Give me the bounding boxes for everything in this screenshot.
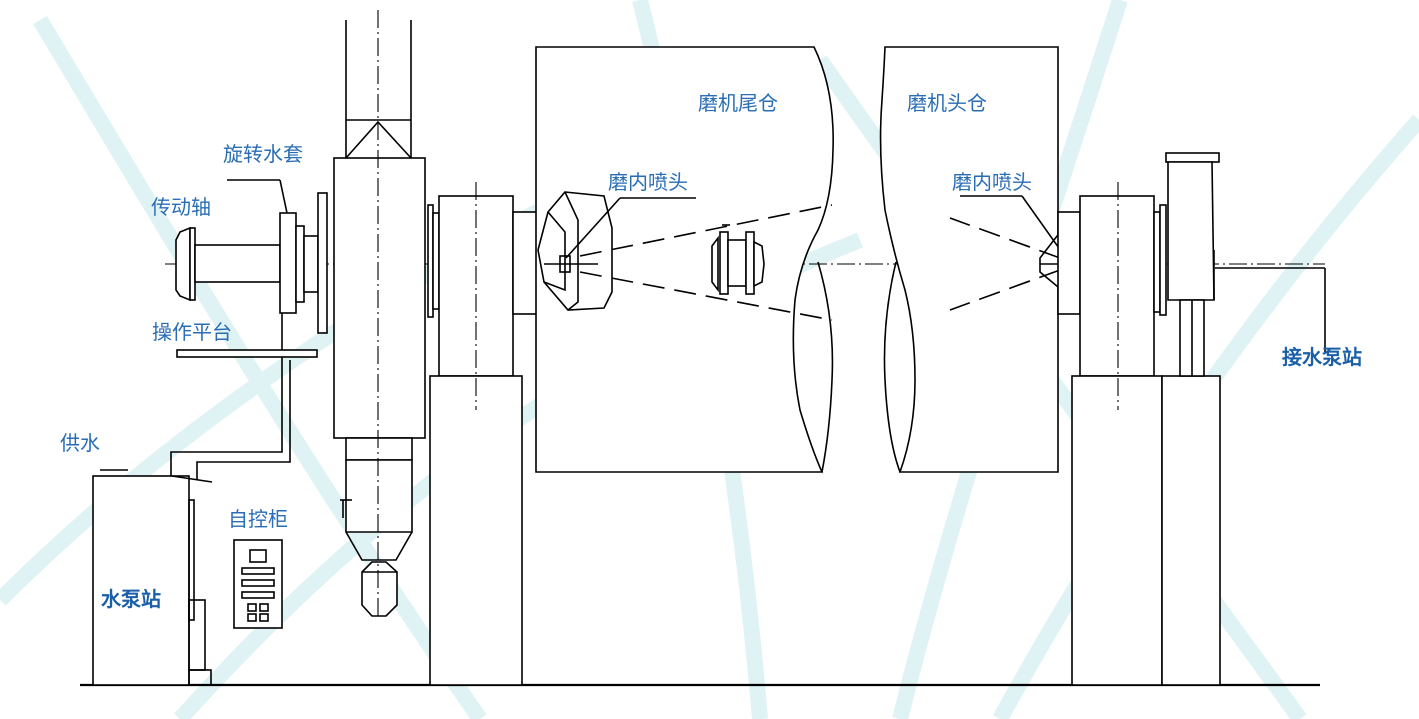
label-control-cabinet: 自控柜	[228, 507, 288, 531]
mill-tail-chamber	[535, 46, 834, 473]
label-pump-station: 水泵站	[101, 587, 161, 611]
inner-nozzle-left	[537, 191, 696, 311]
discharge-outlet	[1161, 152, 1221, 686]
label-inner-nozzle-right: 磨内喷头	[952, 170, 1032, 194]
mill-diaphragm	[711, 224, 765, 295]
spray-line-right-top	[949, 217, 1061, 259]
drive-shaft	[175, 226, 281, 302]
operating-platform	[176, 349, 318, 360]
label-receiving-pump-station: 接水泵站	[1282, 345, 1362, 369]
left-bearing	[427, 182, 540, 686]
label-inner-nozzle-left: 磨内喷头	[608, 170, 688, 194]
supply-pipe-outer	[170, 360, 283, 476]
control-cabinet	[233, 539, 283, 629]
supply-pipe-inner	[196, 360, 291, 480]
vertical-duct	[333, 10, 426, 620]
label-rotary-water-jacket: 旋转水套	[223, 142, 303, 166]
pump-station	[92, 469, 213, 686]
spray-line-right-bottom	[949, 269, 1061, 311]
label-water-supply: 供水	[60, 431, 100, 455]
label-operating-platform: 操作平台	[152, 320, 232, 344]
rotary-water-jacket	[227, 179, 328, 350]
mill-head-chamber	[879, 46, 1059, 473]
spray-line-left-top	[579, 204, 833, 257]
label-mill-tail-chamber: 磨机尾仓	[698, 91, 778, 115]
spray-line-left-bottom	[579, 271, 833, 321]
label-mill-head-chamber: 磨机头仓	[907, 91, 987, 115]
label-drive-shaft: 传动轴	[151, 195, 211, 219]
right-bearing	[1057, 182, 1167, 686]
